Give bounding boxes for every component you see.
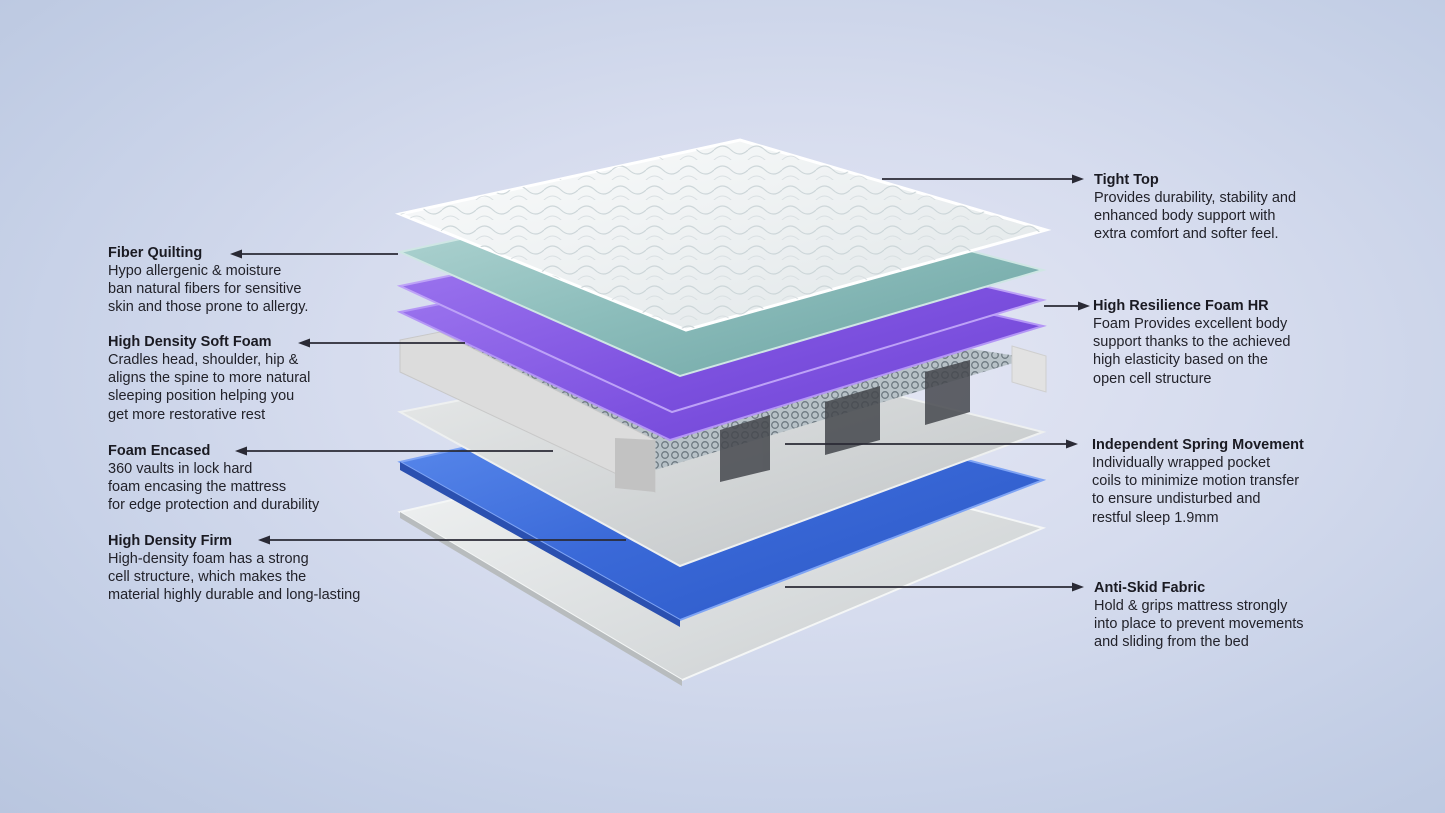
encasing-foam-right: [1011, 345, 1047, 393]
label-line: for edge protection and durability: [108, 497, 320, 514]
label-line: open cell structure: [1093, 370, 1212, 387]
label-title: Independent Spring Movement: [1092, 437, 1304, 453]
label-line: material highly durable and long-lasting: [108, 587, 361, 604]
label-line: and sliding from the bed: [1094, 634, 1249, 651]
label-fiber-quilting: Fiber Quilting Hypo allergenic & moistur…: [108, 244, 308, 317]
label-high-density-firm: High Density Firm High-density foam has …: [108, 532, 360, 605]
label-line: Cradles head, shoulder, hip &: [108, 352, 299, 368]
label-title: Foam Encased: [108, 443, 211, 459]
label-independent-spring-movement: Independent Spring Movement Individually…: [1092, 436, 1304, 527]
label-line: Individually wrapped pocket: [1092, 455, 1271, 471]
label-title: Tight Top: [1094, 172, 1159, 188]
tight-top-quilting: [400, 140, 1046, 330]
label-line: foam encasing the mattress: [108, 479, 287, 496]
label-line: ban natural fibers for sensitive: [108, 281, 302, 298]
label-line: into place to prevent movements: [1094, 616, 1304, 633]
label-title: High Density Soft Foam: [108, 334, 272, 350]
anti-skid-edge: [400, 512, 682, 686]
label-line: support thanks to the achieved: [1093, 334, 1291, 351]
spring-dark-blocks: [720, 360, 970, 482]
label-line: to ensure undisturbed and: [1092, 491, 1261, 508]
label-line: High-density foam has a strong: [108, 551, 309, 567]
leader-lines: [230, 174, 1090, 592]
label-line: high elasticity based on the: [1093, 352, 1268, 369]
label-line: Provides durability, stability and: [1094, 190, 1297, 206]
label-line: sleeping position helping you: [108, 388, 295, 405]
encasing-foam-front: [615, 438, 655, 492]
label-line: coils to minimize motion transfer: [1092, 473, 1300, 490]
label-line: Hypo allergenic & moisture: [108, 263, 282, 279]
label-line: Hold & grips mattress strongly: [1094, 598, 1288, 614]
label-title: Anti-Skid Fabric: [1094, 580, 1206, 596]
label-anti-skid-fabric: Anti-Skid Fabric Hold & grips mattress s…: [1094, 579, 1304, 652]
firm-foam-edge: [400, 462, 680, 627]
label-line: restful sleep 1.9mm: [1092, 509, 1219, 526]
label-line: get more restorative rest: [108, 406, 266, 423]
label-line: 360 vaults in lock hard: [108, 461, 253, 477]
label-title: High Density Firm: [108, 533, 233, 549]
label-line: enhanced body support with: [1094, 208, 1276, 225]
label-high-resilience-foam: High Resilience Foam HR Foam Provides ex…: [1093, 297, 1291, 388]
label-tight-top: Tight Top Provides durability, stability…: [1094, 171, 1296, 244]
label-line: skin and those prone to allergy.: [108, 299, 309, 316]
label-high-density-soft-foam: High Density Soft Foam Cradles head, sho…: [108, 333, 310, 424]
label-line: aligns the spine to more natural: [108, 370, 311, 387]
label-title: Fiber Quilting: [108, 245, 203, 261]
label-line: Foam Provides excellent body: [1093, 316, 1288, 332]
label-foam-encased: Foam Encased 360 vaults in lock hard foa…: [108, 442, 319, 515]
label-line: extra comfort and softer feel.: [1094, 226, 1279, 243]
label-line: cell structure, which makes the: [108, 569, 307, 586]
label-title: High Resilience Foam HR: [1093, 298, 1269, 314]
